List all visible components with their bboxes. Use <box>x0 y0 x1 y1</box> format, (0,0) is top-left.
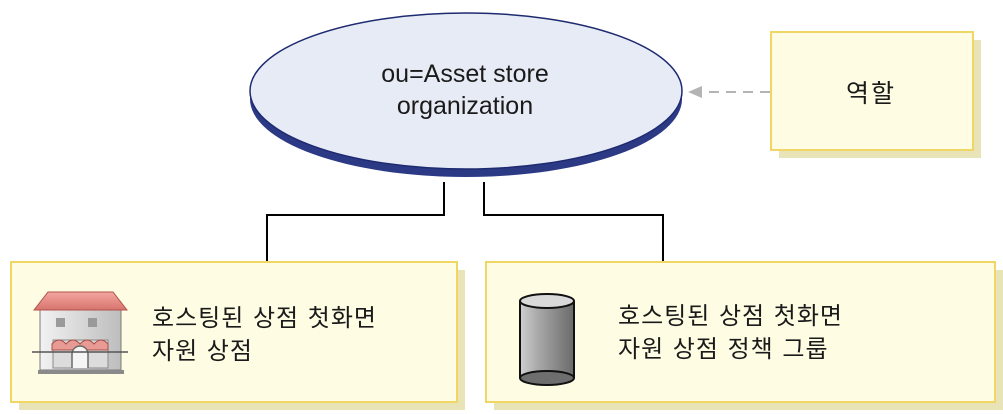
cylinder-database-icon <box>519 293 575 386</box>
store-node-line2: 자원 상점 <box>152 337 253 365</box>
role-label: 역할 <box>845 80 896 108</box>
root-ellipse <box>249 12 683 177</box>
role-dashed-arrow <box>688 86 770 98</box>
root-node-line1: ou=Asset store <box>381 60 549 88</box>
role-box <box>770 31 981 158</box>
policy-group-node-label: 호스팅된 상점 첫화면 자원 상점 정책 그룹 <box>618 300 843 366</box>
policy-group-node-line2: 자원 상점 정책 그룹 <box>618 335 829 363</box>
store-node-label: 호스팅된 상점 첫화면 자원 상점 <box>152 302 377 368</box>
policy-group-node-line1: 호스팅된 상점 첫화면 <box>618 302 843 330</box>
connector-lines <box>266 182 664 262</box>
root-node-line2: organization <box>396 92 534 120</box>
root-node-label: ou=Asset store organization <box>250 58 680 122</box>
store-node-line1: 호스팅된 상점 첫화면 <box>152 304 377 332</box>
storefront-icon <box>32 291 129 374</box>
